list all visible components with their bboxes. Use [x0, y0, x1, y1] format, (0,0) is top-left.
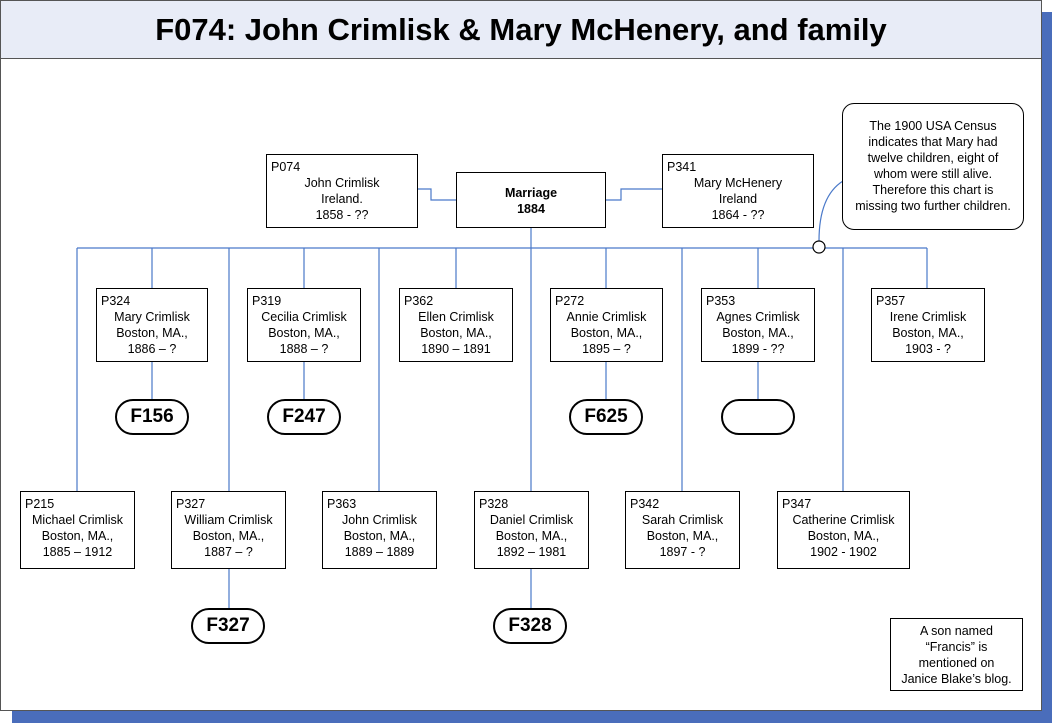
person-name: Irene Crimlisk — [889, 310, 967, 324]
person-id: P357 — [876, 294, 906, 308]
marriage-year: 1884 — [517, 202, 545, 216]
person-id: P215 — [25, 497, 55, 511]
person-dates: 1895 – ? — [582, 342, 631, 356]
person-place: Boston, MA., — [420, 326, 492, 340]
marriage-label: Marriage — [504, 186, 558, 200]
family-link-f625[interactable]: F625 — [569, 399, 643, 435]
person-place: Boston, MA., — [892, 326, 964, 340]
person-id: P324 — [101, 294, 131, 308]
title-bar — [1, 1, 1041, 59]
person-place: Boston, MA., — [116, 326, 188, 340]
family-link-f328[interactable]: F328 — [493, 608, 567, 644]
francis-note: A son named “Francis” is mentioned on Ja… — [890, 618, 1023, 691]
person-place: Boston, MA., — [646, 529, 719, 543]
person-box-father[interactable]: P074 John Crimlisk Ireland. 1858 - ?? — [266, 154, 418, 228]
person-place: Boston, MA., — [570, 326, 643, 340]
person-name: Catherine Crimlisk — [792, 513, 895, 527]
person-place: Boston, MA., — [268, 326, 340, 340]
connector-father-marriage — [417, 188, 456, 201]
child-box-p319[interactable]: P319 Cecilia Crimlisk Boston, MA., 1888 … — [247, 288, 361, 362]
person-dates: 1890 – 1891 — [421, 342, 491, 356]
person-box-mother[interactable]: P341 Mary McHenery Ireland 1864 - ?? — [662, 154, 814, 228]
person-name: Mary McHenery — [693, 176, 783, 190]
person-id: P353 — [706, 294, 736, 308]
callout-line: The 1900 USA Census — [869, 119, 997, 133]
family-link-empty[interactable] — [721, 399, 795, 435]
person-dates: 1858 - ?? — [315, 208, 369, 222]
child-box-p353[interactable]: P353 Agnes Crimlisk Boston, MA., 1899 - … — [701, 288, 815, 362]
callout-line: whom were still alive. — [873, 167, 993, 181]
child-box-p324[interactable]: P324 Mary Crimlisk Boston, MA., 1886 – ? — [96, 288, 208, 362]
page-title: F074: John Crimlisk & Mary McHenery, and… — [155, 12, 887, 47]
person-place: Boston, MA., — [192, 529, 265, 543]
family-link-f156[interactable]: F156 — [115, 399, 189, 435]
person-place: Boston, MA., — [722, 326, 794, 340]
person-id: P074 — [271, 160, 301, 174]
person-place: Ireland. — [321, 192, 363, 206]
person-id: P362 — [404, 294, 434, 308]
child-box-p215[interactable]: P215 Michael Crimlisk Boston, MA., 1885 … — [20, 491, 135, 569]
person-dates: 1864 - ?? — [711, 208, 765, 222]
person-name: Michael Crimlisk — [32, 513, 123, 527]
person-name: John Crimlisk — [304, 176, 380, 190]
person-dates: 1886 – ? — [127, 342, 177, 356]
person-dates: 1892 – 1981 — [496, 545, 567, 559]
person-id: P319 — [252, 294, 282, 308]
child-box-p272[interactable]: P272 Annie Crimlisk Boston, MA., 1895 – … — [550, 288, 663, 362]
connector-marriage-mother — [606, 188, 663, 201]
child-box-p327[interactable]: P327 William Crimlisk Boston, MA., 1887 … — [171, 491, 286, 569]
person-place: Boston, MA., — [807, 529, 880, 543]
person-name: Daniel Crimlisk — [489, 513, 574, 527]
family-link-f247[interactable]: F247 — [267, 399, 341, 435]
child-box-p328[interactable]: P328 Daniel Crimlisk Boston, MA., 1892 –… — [474, 491, 589, 569]
family-link-f327[interactable]: F327 — [191, 608, 265, 644]
chart-sheet: F074: John Crimlisk & Mary McHenery, and… — [0, 0, 1042, 711]
person-id: P363 — [327, 497, 357, 511]
person-dates: 1885 – 1912 — [42, 545, 113, 559]
person-name: Agnes Crimlisk — [716, 310, 800, 324]
callout-line: twelve children, eight of — [867, 151, 999, 165]
person-name: Annie Crimlisk — [566, 310, 647, 324]
callout-anchor — [812, 240, 826, 254]
child-box-p363[interactable]: P363 John Crimlisk Boston, MA., 1889 – 1… — [322, 491, 437, 569]
child-box-p362[interactable]: P362 Ellen Crimlisk Boston, MA., 1890 – … — [399, 288, 513, 362]
marriage-box[interactable]: Marriage 1884 — [456, 172, 606, 228]
person-name: Sarah Crimlisk — [641, 513, 724, 527]
person-place: Boston, MA., — [343, 529, 416, 543]
connector-lines — [76, 180, 928, 608]
child-box-p342[interactable]: P342 Sarah Crimlisk Boston, MA., 1897 - … — [625, 491, 740, 569]
person-name: John Crimlisk — [341, 513, 417, 527]
person-dates: 1902 - 1902 — [810, 545, 877, 559]
callout-line: indicates that Mary had — [868, 135, 998, 149]
person-id: P347 — [782, 497, 812, 511]
note-line: A son named — [920, 624, 993, 638]
person-dates: 1889 – 1889 — [344, 545, 415, 559]
person-id: P341 — [667, 160, 697, 174]
census-callout: The 1900 USA Census indicates that Mary … — [842, 103, 1024, 230]
person-name: William Crimlisk — [184, 513, 273, 527]
person-place: Boston, MA., — [41, 529, 114, 543]
child-box-p347[interactable]: P347 Catherine Crimlisk Boston, MA., 190… — [777, 491, 910, 569]
person-dates: 1897 - ? — [659, 545, 706, 559]
person-dates: 1888 – ? — [279, 342, 329, 356]
callout-pointer — [818, 180, 844, 242]
person-id: P327 — [176, 497, 206, 511]
note-line: “Francis” is — [925, 640, 988, 654]
child-box-p357[interactable]: P357 Irene Crimlisk Boston, MA., 1903 - … — [871, 288, 985, 362]
callout-line: Therefore this chart is — [872, 183, 994, 197]
note-line: Janice Blake’s blog. — [901, 672, 1012, 686]
person-place: Ireland — [718, 192, 758, 206]
person-place: Boston, MA., — [495, 529, 568, 543]
person-dates: 1887 – ? — [204, 545, 253, 559]
callout-line: missing two further children. — [855, 199, 1011, 213]
person-dates: 1903 - ? — [905, 342, 951, 356]
person-dates: 1899 - ?? — [731, 342, 785, 356]
person-id: P328 — [479, 497, 509, 511]
person-name: Cecilia Crimlisk — [261, 310, 347, 324]
note-line: mentioned on — [918, 656, 995, 670]
person-name: Mary Crimlisk — [114, 310, 190, 324]
person-id: P342 — [630, 497, 660, 511]
person-name: Ellen Crimlisk — [418, 310, 494, 324]
person-id: P272 — [555, 294, 585, 308]
